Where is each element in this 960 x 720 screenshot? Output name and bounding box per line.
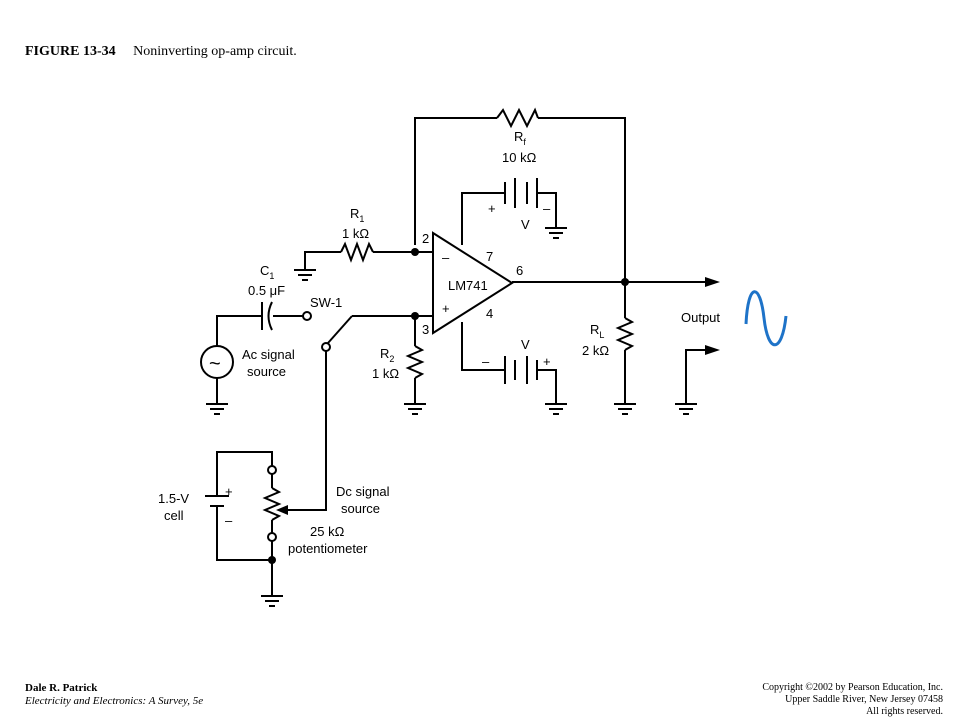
feedback-path: [414, 107, 626, 282]
svg-text:RL: RL: [590, 322, 604, 340]
svg-text:SW-1: SW-1: [310, 295, 342, 310]
output-line: Output: [512, 277, 720, 325]
svg-text:2 kΩ: 2 kΩ: [582, 343, 609, 358]
op-amp: LM741 – +: [432, 231, 514, 335]
figure-number: FIGURE 13-34: [25, 44, 116, 59]
output-label: Output: [681, 310, 720, 325]
copyright-line-1: Copyright ©2002 by Pearson Education, In…: [762, 682, 943, 693]
svg-text:V: V: [521, 337, 530, 352]
top-supply-battery: + – V: [461, 178, 568, 245]
svg-text:–: –: [442, 250, 450, 265]
copyright-line-3: All rights reserved.: [866, 706, 943, 717]
svg-text:+: +: [442, 301, 450, 316]
author-name: Dale R. Patrick: [25, 682, 98, 694]
pin-labels: 2 3 7 4 6: [422, 231, 523, 337]
ac-signal-source: ~ Ac signal source: [200, 345, 295, 415]
switch-sw1: SW-1: [302, 295, 353, 352]
svg-text:2: 2: [422, 231, 429, 246]
svg-text:1 kΩ: 1 kΩ: [342, 226, 369, 241]
svg-text:6: 6: [516, 263, 523, 278]
svg-text:source: source: [341, 501, 380, 516]
r1-resistor: R1 1 kΩ: [293, 206, 433, 281]
ac-source-symbol: ~: [209, 353, 221, 375]
rf-label: Rf 10 kΩ: [502, 129, 537, 165]
svg-text:–: –: [225, 513, 233, 528]
svg-text:R1: R1: [350, 206, 364, 224]
svg-text:R2: R2: [380, 346, 394, 364]
svg-text:25 kΩ: 25 kΩ: [310, 524, 345, 539]
svg-text:Dc signal: Dc signal: [336, 484, 390, 499]
svg-text:cell: cell: [164, 508, 184, 523]
svg-text:source: source: [247, 364, 286, 379]
svg-text:4: 4: [486, 306, 493, 321]
svg-text:+: +: [225, 484, 233, 499]
svg-text:1.5-V: 1.5-V: [158, 491, 189, 506]
svg-text:3: 3: [422, 322, 429, 337]
op-amp-name: LM741: [448, 278, 488, 293]
svg-text:+: +: [543, 354, 551, 369]
footer-author: Dale R. Patrick Electricity and Electron…: [25, 682, 203, 708]
copyright-line-2: Upper Saddle River, New Jersey 07458: [785, 694, 943, 705]
rl-resistor: RL 2 kΩ: [582, 282, 637, 415]
svg-text:0.5 μF: 0.5 μF: [248, 283, 285, 298]
c1-capacitor: C1 0.5 μF: [216, 263, 303, 346]
svg-text:+: +: [488, 201, 496, 216]
svg-text:7: 7: [486, 249, 493, 264]
bottom-supply-battery: – + V: [461, 322, 568, 415]
svg-text:–: –: [482, 354, 490, 369]
svg-text:Rf: Rf: [514, 129, 526, 147]
svg-text:Ac signal: Ac signal: [242, 347, 295, 362]
output-ground-terminal: [674, 345, 720, 415]
footer-copyright: Copyright ©2002 by Pearson Education, In…: [762, 682, 943, 718]
figure-title: Noninverting op-amp circuit.: [133, 44, 297, 59]
svg-text:1 kΩ: 1 kΩ: [372, 366, 399, 381]
book-title: Electricity and Electronics: A Survey, 5…: [25, 695, 204, 707]
figure-caption: FIGURE 13-34 Noninverting op-amp circuit…: [25, 44, 297, 60]
dc-signal-path: Dc signal source: [276, 351, 390, 516]
cell-1-5v: + – 1.5-V cell: [158, 451, 284, 607]
svg-text:C1: C1: [260, 263, 274, 281]
r2-resistor: R2 1 kΩ: [372, 316, 427, 415]
svg-text:potentiometer: potentiometer: [288, 541, 368, 556]
potentiometer: 25 kΩ potentiometer: [262, 465, 368, 556]
svg-text:–: –: [543, 201, 551, 216]
svg-text:10 kΩ: 10 kΩ: [502, 150, 537, 165]
output-waveform: [744, 290, 788, 347]
svg-text:V: V: [521, 217, 530, 232]
